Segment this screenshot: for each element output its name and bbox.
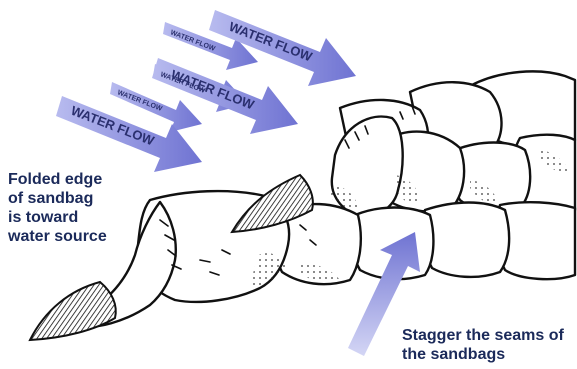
arrow-small-label-3: WATER FLOW bbox=[116, 89, 163, 113]
stagger-seams-caption: Stagger the seams of the sandbags bbox=[402, 326, 577, 364]
sandbag-bottom-2 bbox=[422, 203, 509, 277]
folded-edge-front bbox=[30, 282, 116, 340]
folded-edge-caption: Folded edge of sandbag is toward water s… bbox=[8, 170, 148, 246]
